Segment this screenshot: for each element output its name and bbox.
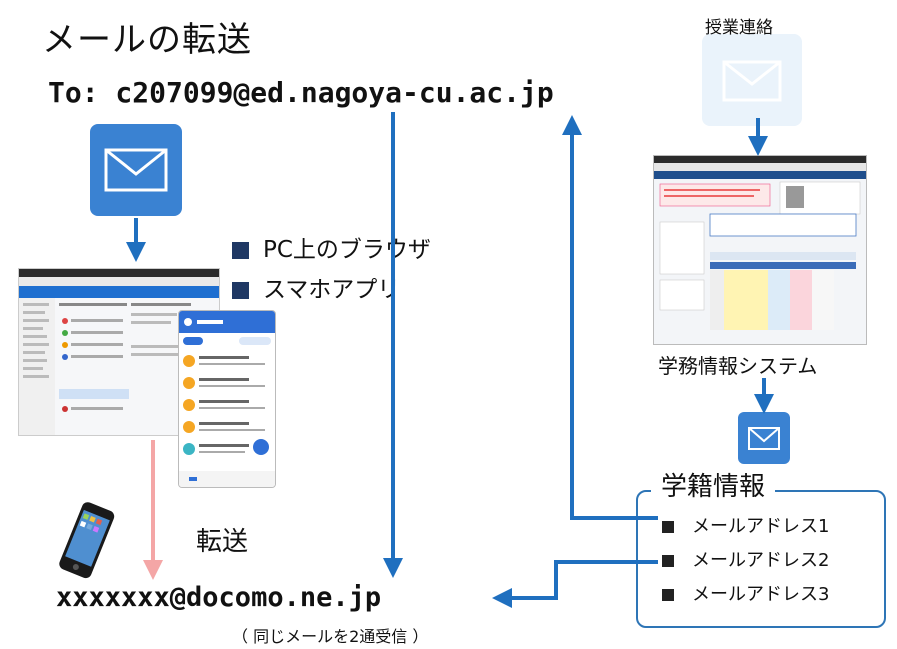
bullet-square [662,521,674,533]
forward-destination-address: xxxxxxx@docomo.ne.jp [56,582,382,613]
address-label: メールアドレス3 [692,584,830,605]
mail-icon [90,124,182,216]
bullet-square [662,589,674,601]
bullet-text: スマホアプリ [263,277,401,303]
smartphone-icon [55,500,117,585]
address-item: メールアドレス2 [662,544,829,578]
arrow-address1-to-university [562,115,658,520]
diagram-title: メールの転送 [42,20,252,60]
forward-label: 転送 [196,527,249,557]
arrow-address2-to-docomo [492,560,658,608]
bullet-item: PC上のブラウザ [232,230,431,270]
bullet-item: スマホアプリ [232,270,431,310]
address-label: メールアドレス1 [692,516,830,537]
student-info-title: 学籍情報 [651,470,776,504]
mail-icon-small [738,412,790,464]
address-item: メールアドレス1 [662,510,829,544]
duplicate-receive-note: （ 同じメールを2通受信 ） [232,627,429,646]
mail-app-screenshot [178,310,276,488]
class-notice-mail-icon [702,34,802,126]
class-notice-label: 授業連絡 [705,18,773,38]
bullet-square [232,241,249,259]
bullet-square [662,555,674,567]
bullet-text: PC上のブラウザ [263,237,431,263]
access-methods-list: PC上のブラウザ スマホアプリ [232,230,431,310]
bullet-square [232,281,249,299]
university-email-address: To: c207099@ed.nagoya-cu.ac.jp [48,76,554,109]
academic-system-label: 学務情報システム [658,354,818,378]
academic-system-screenshot [653,155,867,345]
address-item: メールアドレス3 [662,578,829,612]
address-label: メールアドレス2 [692,550,830,571]
registered-address-list: メールアドレス1 メールアドレス2 メールアドレス3 [662,510,829,612]
